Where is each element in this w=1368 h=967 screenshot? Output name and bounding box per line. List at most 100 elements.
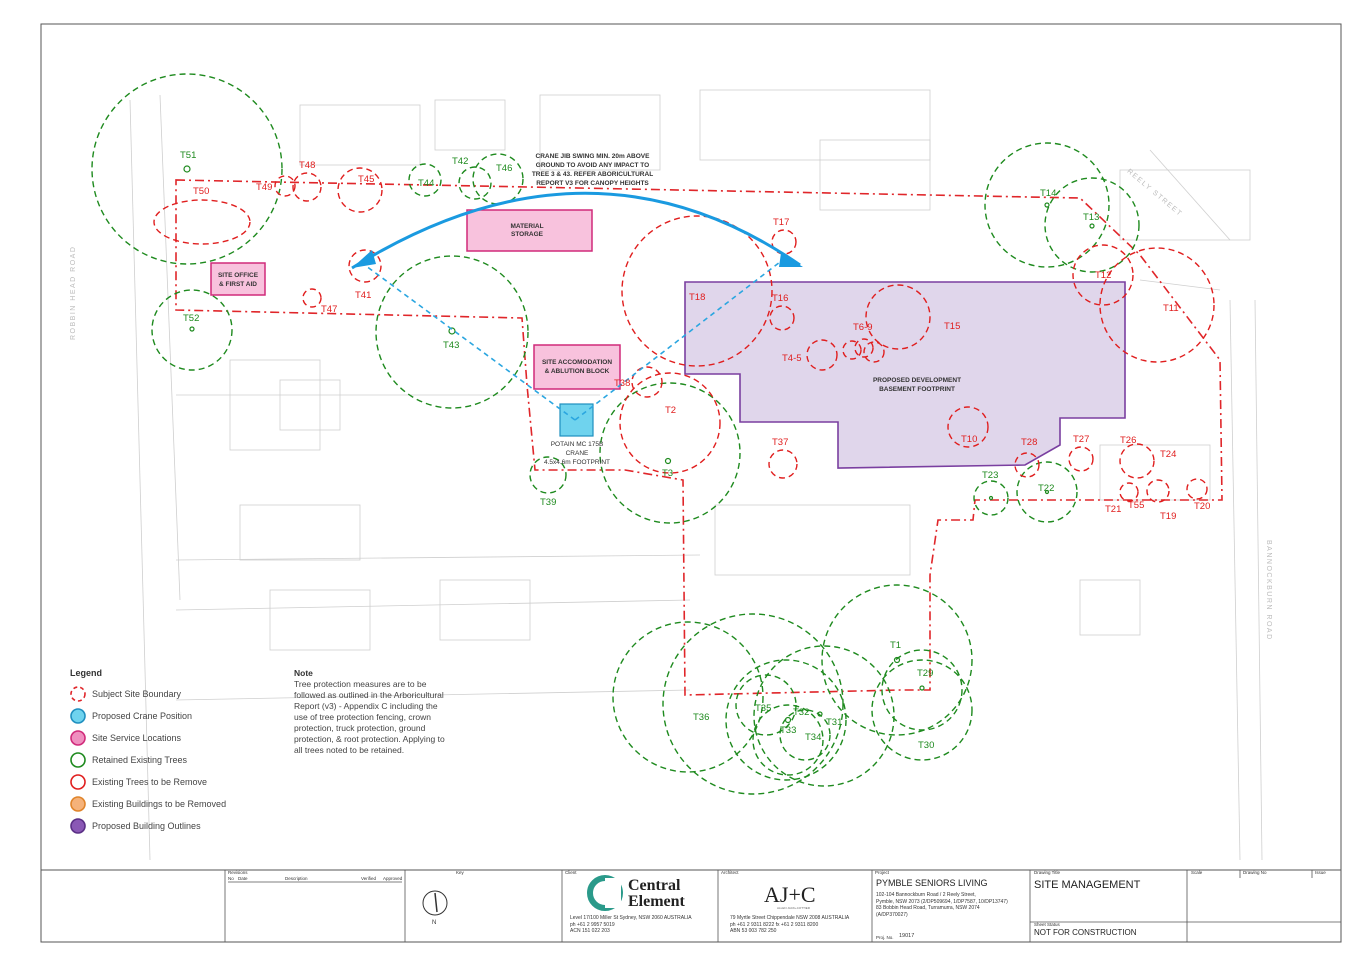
tree-label-t16: T16	[772, 293, 789, 304]
project-label: Project	[875, 870, 890, 875]
key-label: Key	[456, 870, 464, 875]
rev-desc-header: Description	[285, 876, 308, 881]
tree-label-t44: T44	[418, 178, 435, 189]
sheet-status: NOT FOR CONSTRUCTION	[1034, 928, 1137, 937]
project-no: 19017	[899, 933, 915, 939]
tree-label-t19: T19	[1160, 511, 1177, 522]
legend-item-proposed-building: Proposed Building Outlines	[92, 821, 201, 831]
material-storage-zone	[466, 209, 593, 252]
removed-trees	[153, 167, 1215, 503]
project-address: 102-104 Bannockburn Road / 2 Reely Stree…	[876, 892, 1008, 918]
tree-label-t12: T12	[1095, 270, 1112, 281]
accommodation-label: SITE ACCOMODATION& ABLUTION BLOCK	[541, 359, 613, 375]
tree-label-t36: T36	[693, 712, 710, 723]
note-title: Note	[294, 668, 313, 678]
tree-label-t43: T43	[443, 340, 460, 351]
client-address: Level 17/100 Miller St Sydney, NSW 2060 …	[570, 915, 692, 934]
project-name: PYMBLE SENIORS LIVING	[876, 878, 988, 888]
architect-logo: AJ+C	[764, 882, 816, 907]
tree-label-t15: T15	[944, 321, 961, 332]
tree-label-t29: T29	[917, 668, 934, 679]
tree-label-t55: T55	[1128, 500, 1145, 511]
tree-label-t11: T11	[1163, 303, 1179, 314]
sheet-status-label: Sheet Status	[1034, 922, 1060, 927]
tree-label-t26: T26	[1120, 435, 1137, 446]
architect-label: Architect	[721, 870, 739, 875]
revisions-title: Revisions	[228, 870, 248, 875]
tree-label-t52: T52	[183, 313, 200, 324]
tree-label-t20: T20	[1194, 501, 1211, 512]
street-right: BANNOCKBURN ROAD	[1265, 540, 1272, 641]
site-office-zone	[210, 262, 266, 296]
tree-label-t4-5: T4-5	[782, 353, 802, 364]
tree-label-t51: T51	[180, 150, 197, 161]
crane-swing-arc	[351, 191, 801, 270]
tree-label-t35: T35	[755, 703, 772, 714]
scale-label: Scale	[1191, 870, 1203, 875]
legend-item-removed-buildings: Existing Buildings to be Removed	[92, 799, 227, 809]
tree-label-t17: T17	[773, 217, 790, 228]
crane-position	[559, 403, 594, 437]
tree-label-t28: T28	[1021, 437, 1038, 448]
street-left: ROBBIN HEAD ROAD	[70, 245, 77, 340]
title-block-lines	[224, 870, 1341, 942]
tree-label-t33: T33	[780, 725, 797, 736]
tree-label-t48: T48	[299, 160, 316, 171]
drawing-title-label: Drawing Title	[1034, 870, 1061, 875]
tree-label-t32: T32	[793, 707, 810, 718]
tree-label-t37: T37	[772, 437, 789, 448]
tree-label-t41: T41	[355, 290, 372, 301]
tree-label-t45: T45	[358, 174, 375, 185]
tree-label-t13: T13	[1083, 212, 1100, 223]
tree-label-t27: T27	[1073, 434, 1090, 445]
drawing-no-label: Drawing No	[1243, 870, 1267, 875]
issue-label: Issue	[1315, 870, 1326, 875]
legend-item-site-boundary: Subject Site Boundary	[92, 689, 182, 699]
drawing-border	[40, 23, 1342, 943]
tree-label-t1: T1	[890, 640, 902, 651]
tree-label-t46: T46	[496, 163, 513, 174]
central-element-mark	[587, 875, 623, 911]
client-label: Client	[565, 870, 577, 875]
tree-label-t10: T10	[961, 434, 978, 445]
tree-label-t49: T49	[256, 182, 273, 193]
legend: Legend	[70, 668, 102, 678]
rev-verified-header: Verified	[361, 876, 377, 881]
background-linework	[129, 89, 1263, 861]
north-arrow	[422, 890, 448, 916]
legend-item-crane: Proposed Crane Position	[92, 711, 193, 721]
subject-site-boundary	[175, 179, 1223, 696]
tree-label-t18: T18	[689, 292, 706, 303]
proposed-building-outline	[684, 281, 1126, 469]
accommodation-zone	[533, 344, 621, 390]
tree-label-t39: T39	[540, 497, 557, 508]
north-label: N	[432, 920, 437, 926]
project-no-label: Proj. No.	[876, 935, 894, 940]
tree-label-t34: T34	[805, 732, 822, 743]
legend-item-site-service: Site Service Locations	[92, 733, 182, 743]
tree-label-t42: T42	[452, 156, 469, 167]
drawing-title: SITE MANAGEMENT	[1034, 879, 1141, 891]
tree-label-t2: T2	[665, 405, 677, 416]
tree-label-t22: T22	[1038, 483, 1055, 494]
tree-label-t3: T3	[662, 468, 674, 479]
tree-label-t23: T23	[982, 470, 999, 481]
site-office-label: SITE OFFICE& FIRST AID	[217, 272, 259, 288]
legend-item-retained-trees: Retained Existing Trees	[92, 755, 188, 765]
tree-label-t24: T24	[1160, 449, 1177, 460]
tree-label-t30: T30	[918, 740, 935, 751]
retained-trees	[91, 73, 1140, 795]
tree-label-t47: T47	[321, 304, 338, 315]
architect-address: 79 Myrtle Street Chippendale NSW 2008 AU…	[730, 915, 850, 934]
tree-label-t31: T31	[826, 717, 843, 728]
tree-label-t21: T21	[1105, 504, 1122, 515]
legend-item-removed-trees: Existing Trees to be Remove	[92, 777, 208, 787]
tree-label-t50: T50	[193, 186, 210, 197]
